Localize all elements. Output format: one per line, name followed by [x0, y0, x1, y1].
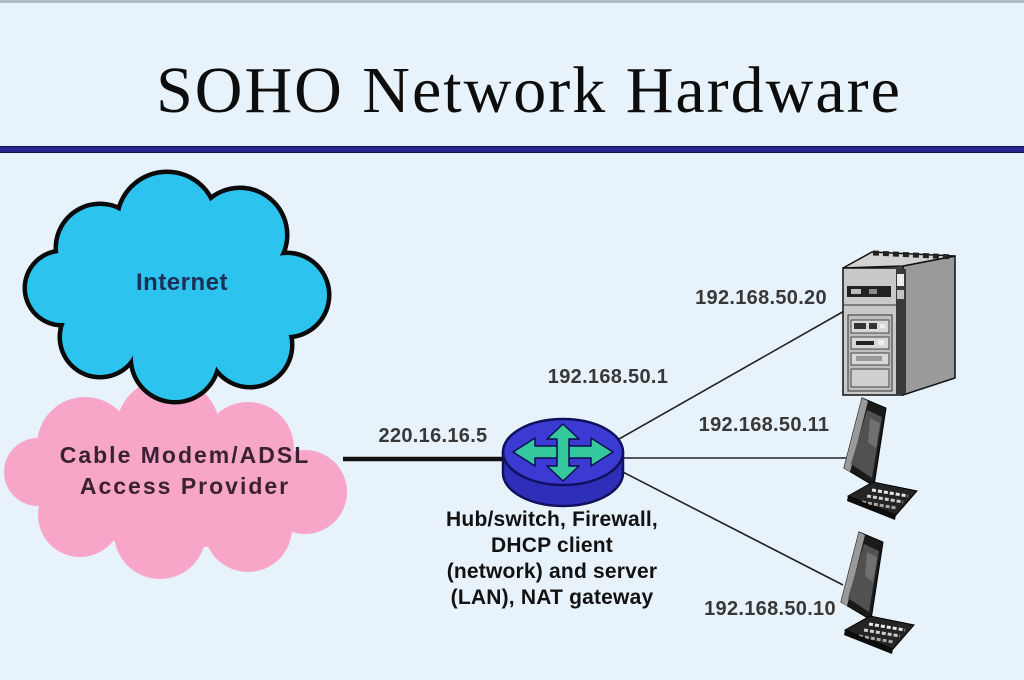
title-rule [0, 146, 1024, 153]
laptop-icon-bottom [839, 530, 916, 656]
router-description-line4: (LAN), NAT gateway [450, 586, 654, 609]
wan-ip-label: 220.16.16.5 [378, 425, 488, 447]
router-description-line3: (network) and server [446, 560, 658, 583]
laptop-bottom-ip-label: 192.168.50.10 [704, 598, 836, 620]
provider-cloud-label: Cable Modem/ADSL Access Provider [25, 440, 345, 502]
router-description-line1: Hub/switch, Firewall, [446, 508, 658, 531]
lan-link-server [611, 309, 847, 444]
provider-label-line1: Cable Modem/ADSL [59, 442, 311, 468]
server-ip-label: 192.168.50.20 [695, 287, 827, 309]
provider-label-line2: Access Provider [79, 473, 291, 499]
lan-link-laptop-bottom [614, 467, 844, 586]
top-border [0, 0, 1024, 3]
router-description: Hub/switch, Firewall, DHCP client (netwo… [407, 507, 697, 611]
server-icon [842, 250, 956, 397]
router-hub-icon [501, 417, 625, 508]
laptop-top-ip-label: 192.168.50.11 [698, 414, 830, 436]
internet-cloud-label: Internet [135, 269, 228, 296]
laptop-icon-top [842, 396, 919, 522]
page-title: SOHO Network Hardware [156, 54, 902, 127]
internet-cloud-shape [22, 169, 332, 405]
router-description-line2: DHCP client [490, 534, 613, 557]
router-lan-ip-label: 192.168.50.1 [547, 366, 669, 388]
provider-cloud-shape [4, 378, 347, 579]
